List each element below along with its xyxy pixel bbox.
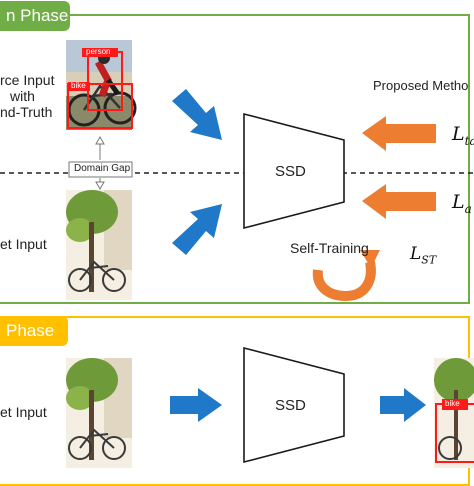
loss-st-symbol: LST xyxy=(410,244,437,267)
loss-task-arrow xyxy=(362,116,436,151)
ssd-label-training: SSD xyxy=(275,163,306,180)
ssd-detector-training xyxy=(243,112,345,230)
ssd-detector-testing xyxy=(243,346,345,464)
target-image-testing xyxy=(66,358,132,468)
domain-gap-arrow xyxy=(95,135,105,191)
target-to-ssd-arrow xyxy=(172,204,222,255)
bike-box-label: bike xyxy=(71,81,86,90)
self-training-label: Self-Training xyxy=(290,240,369,256)
diagram-graphics xyxy=(0,40,474,468)
testing-phase-tab: Phase xyxy=(0,316,68,346)
target-image-training xyxy=(66,190,132,300)
source-input-label-2: with xyxy=(10,88,35,104)
test-input-to-ssd-arrow xyxy=(170,388,222,422)
person-box-label: person xyxy=(86,47,111,56)
self-training-arrow xyxy=(312,250,380,302)
ssd-to-output-arrow xyxy=(380,388,426,422)
loss-adv-symbol: La xyxy=(452,191,472,216)
source-input-label-1: rce Input xyxy=(0,72,55,88)
testing-phase-label: Phase xyxy=(6,321,55,340)
domain-gap-box xyxy=(68,161,133,178)
loss-adv-arrow xyxy=(362,184,436,219)
bike-bounding-box xyxy=(67,83,133,129)
ssd-label-testing: SSD xyxy=(275,397,306,414)
loss-task-symbol: Lta xyxy=(452,123,474,148)
proposed-method-label: Proposed Metho xyxy=(373,78,469,93)
training-phase-label: n Phase xyxy=(6,6,69,25)
target-input-label-testing: et Input xyxy=(0,404,47,420)
training-phase-tab: n Phase xyxy=(0,1,70,31)
source-to-ssd-arrow xyxy=(172,89,222,140)
training-phase-frame xyxy=(0,14,470,304)
output-bike-box-label: bike xyxy=(445,399,460,408)
domain-gap-label: Domain Gap xyxy=(74,163,131,174)
target-input-label-training: et Input xyxy=(0,236,47,252)
source-input-label-3: nd-Truth xyxy=(0,104,53,120)
output-image xyxy=(434,358,474,468)
